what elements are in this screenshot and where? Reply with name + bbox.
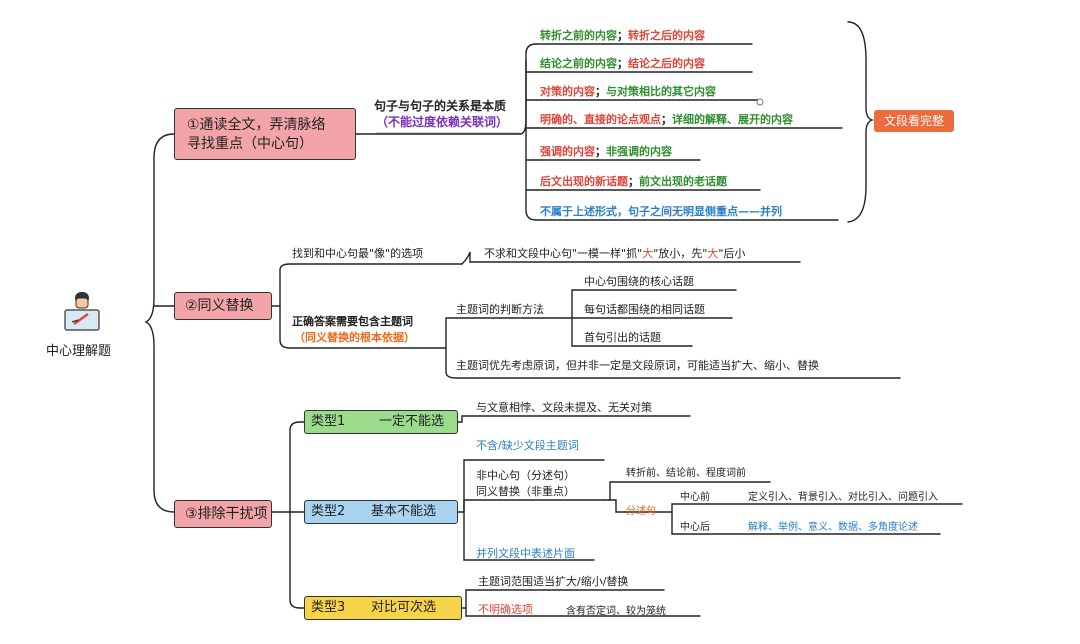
- type1-desc: 与文意相悖、文段未提及、无关对策: [476, 401, 652, 414]
- type2-before-desc: 定义引入、背景引入、对比引入、问题引入: [748, 492, 938, 503]
- type1-node: 类型1 一定不能选: [304, 410, 458, 434]
- type1-verdict: 一定不能选: [379, 414, 445, 429]
- branch1-tag: 文段看完整: [874, 110, 954, 132]
- b2-need: 正确答案需要包含主题词: [292, 315, 413, 328]
- b1-item-7: 不属于上述形式，句子之间无明显侧重点——并列: [540, 205, 782, 218]
- type3-node: 类型3 对比可次选: [304, 596, 462, 620]
- branch3-title: ③排除干扰项: [185, 506, 268, 522]
- b2-method-1: 中心句围绕的核心话题: [584, 275, 694, 288]
- b2-method: 主题词的判断方法: [456, 303, 544, 316]
- b1-item-6: 后文出现的新话题；前文出现的老话题: [540, 175, 727, 188]
- branch1-title-line2: 寻找重点（中心句）: [187, 136, 313, 152]
- type2-fenshu: 分述句: [626, 506, 656, 517]
- type2-before: 中心前: [680, 492, 710, 503]
- branch3-node: ③排除干扰项: [174, 500, 272, 528]
- type2-a: 不含/缺少文段主题词: [476, 439, 579, 452]
- b1-item-1: 转折之前的内容；转折之后的内容: [540, 29, 705, 42]
- branch1-relation: 句子与句子的关系是本质: [374, 99, 507, 113]
- b1-item-3: 对策的内容；与对策相比的其它内容: [540, 85, 716, 98]
- root-label: 中心理解题: [46, 344, 112, 359]
- type2-verdict: 基本不能选: [371, 504, 437, 519]
- type2-after: 中心后: [680, 522, 710, 533]
- type2-node: 类型2 基本不能选: [304, 500, 458, 524]
- type3-label: 类型3: [311, 600, 346, 615]
- b2-prefer: 主题词优先考虑原词，但并非一定是文段原词，可能适当扩大、缩小、替换: [456, 359, 819, 372]
- type3-a: 主题词范围适当扩大/缩小/替换: [478, 575, 629, 588]
- b2-find: 找到和中心句最"像"的选项: [292, 247, 424, 260]
- branch2-title: ②同义替换: [185, 298, 254, 314]
- person-laptop-icon: [64, 292, 100, 331]
- b2-find-desc: 不求和文段中心句"一模一样"抓"大"放小，先"大"后小: [484, 247, 746, 260]
- type2-c: 并列文段中表述片面: [476, 547, 575, 560]
- type1-label: 类型1: [311, 414, 346, 429]
- type2-b-sub: 转折前、结论前、程度词前: [626, 468, 746, 479]
- b2-need-note: （同义替换的根本依据）: [294, 331, 415, 344]
- type3-verdict: 对比可次选: [371, 600, 437, 615]
- b2-method-2: 每句话都围绕的相同话题: [584, 303, 705, 316]
- b1-item-4: 明确的、直接的论点观点；详细的解释、展开的内容: [540, 113, 793, 126]
- b1-item-2: 结论之前的内容；结论之后的内容: [540, 57, 705, 70]
- type2-b1: 非中心句（分述句）: [476, 469, 575, 482]
- type2-label: 类型2: [311, 504, 346, 519]
- branch2-node: ②同义替换: [174, 292, 272, 320]
- branch1-title-line1: ①通读全文，弄清脉络: [187, 117, 326, 133]
- b1-item-5: 强调的内容；非强调的内容: [540, 145, 672, 158]
- b2-method-3: 首句引出的话题: [584, 331, 661, 344]
- branch1-node: ①通读全文，弄清脉络 寻找重点（中心句）: [174, 108, 356, 160]
- type2-b2: 同义替换（非重点）: [476, 485, 575, 498]
- type2-after-desc: 解释、举例、意义、数据、多角度论述: [748, 522, 918, 533]
- type3-b: 不明确选项: [478, 603, 533, 616]
- branch1-relation-note: （不能过度依赖关联词）: [376, 115, 509, 129]
- type3-b-desc: 含有否定词、较为笼统: [566, 606, 666, 617]
